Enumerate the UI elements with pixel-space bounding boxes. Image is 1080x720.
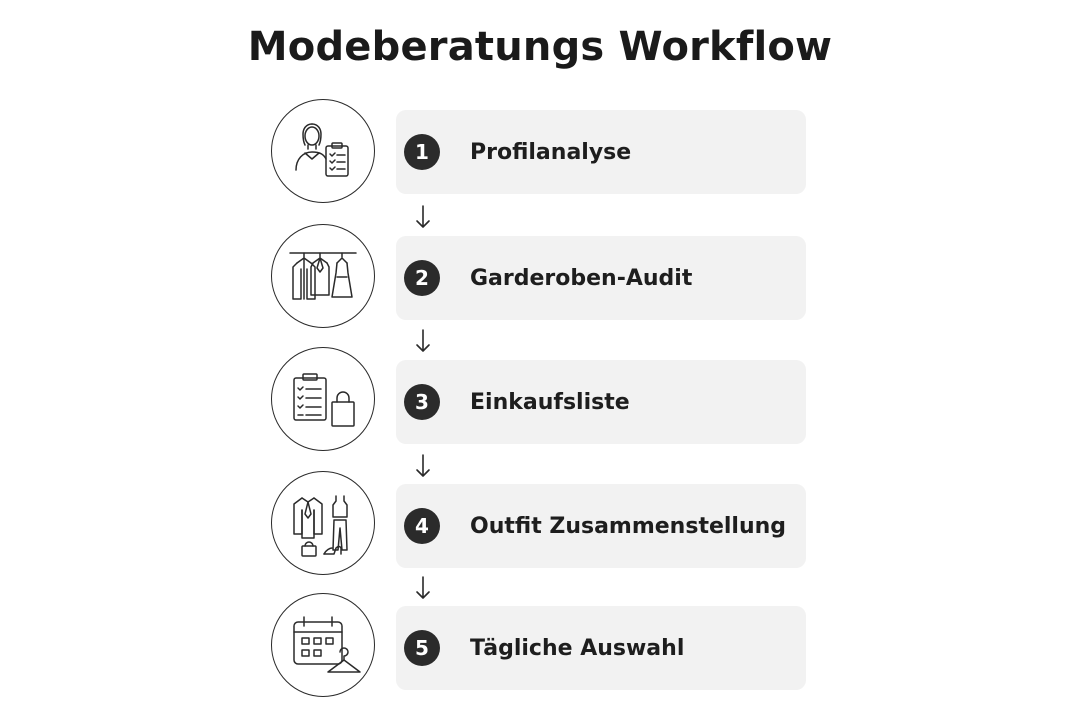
step-label: Profilanalyse [470, 139, 632, 165]
step-label: Garderoben-Audit [470, 265, 693, 291]
step-number-badge: 3 [404, 384, 440, 420]
step-number-badge: 4 [404, 508, 440, 544]
step-label: Tägliche Auswahl [470, 635, 685, 661]
step-card-4: 4 Outfit Zusammenstellung [396, 484, 806, 568]
step-card-1: 1 Profilanalyse [396, 110, 806, 194]
step-label: Einkaufsliste [470, 389, 630, 415]
step-number-badge: 1 [404, 134, 440, 170]
checklist-bag-icon [271, 347, 375, 451]
down-arrow-icon [416, 205, 430, 228]
person-clipboard-icon [271, 99, 375, 203]
page-title: Modeberatungs Workflow [247, 24, 833, 70]
down-arrow-icon [416, 454, 430, 477]
outfit-items-icon [271, 471, 375, 575]
step-number-badge: 2 [404, 260, 440, 296]
step-label: Outfit Zusammenstellung [470, 513, 787, 539]
step-card-5: 5 Tägliche Auswahl [396, 606, 806, 690]
step-number-badge: 5 [404, 630, 440, 666]
down-arrow-icon [416, 329, 430, 352]
step-card-3: 3 Einkaufsliste [396, 360, 806, 444]
step-card-2: 2 Garderoben-Audit [396, 236, 806, 320]
calendar-hanger-icon [271, 593, 375, 697]
wardrobe-rack-icon [271, 224, 375, 328]
down-arrow-icon [416, 576, 430, 599]
